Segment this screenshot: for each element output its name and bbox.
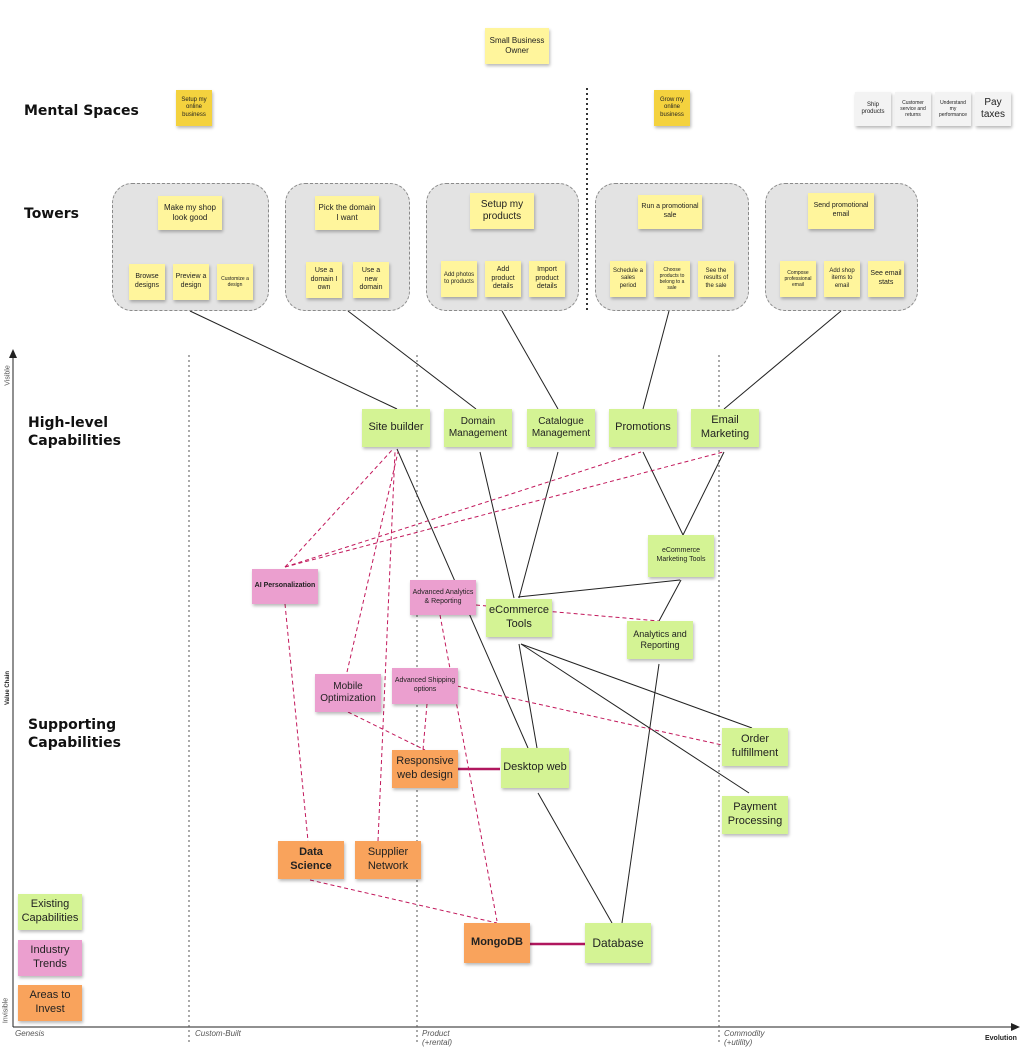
link-tower-products xyxy=(501,310,559,410)
link-desktop-database xyxy=(537,792,613,924)
link-promotions-mktgtools xyxy=(642,451,684,536)
tower-look-good-item-1: Preview a design xyxy=(173,264,209,300)
cap-promotions: Promotions xyxy=(609,409,677,447)
cap-ecommerce-tools: eCommerce Tools xyxy=(486,599,552,637)
tower-email-item-2: See email stats xyxy=(868,261,904,297)
tower-email-item-1: Add shop items to email xyxy=(824,261,860,297)
link-email-mktgtools xyxy=(682,451,725,536)
cap-responsive-web-design: Responsive web design xyxy=(392,750,458,788)
x-genesis: Genesis xyxy=(15,1029,45,1038)
cap-database: Database xyxy=(585,923,651,963)
y-axis-label: Value Chain xyxy=(5,671,11,706)
tower-sale-item-1: Choose products to belong to a sale xyxy=(654,261,690,297)
cap-data-science: Data Science xyxy=(278,841,344,879)
cap-desktop-web: Desktop web xyxy=(501,748,569,788)
cap-analytics-reporting: Analytics and Reporting xyxy=(627,621,693,659)
mental-space-ship: Ship products xyxy=(855,92,891,126)
x-commodity-sub: (+utility) xyxy=(724,1038,753,1047)
link-analytics-database xyxy=(621,663,660,924)
y-axis-top: Visible xyxy=(4,365,12,386)
cap-mongodb: MongoDB xyxy=(464,923,530,963)
link-tower-email xyxy=(723,310,842,410)
mental-space-pay-taxes: Pay taxes xyxy=(975,92,1011,126)
cap-mobile-optimization: Mobile Optimization xyxy=(315,674,381,712)
x-axis-label: Evolution xyxy=(985,1035,1017,1042)
mental-space-understand: Understand my performance xyxy=(935,92,971,126)
x-custom-built: Custom-Built xyxy=(195,1029,241,1038)
tower-sale-item-0: Schedule a sales period xyxy=(610,261,646,297)
label-mental-spaces: Mental Spaces xyxy=(24,103,139,119)
link-domain-ecommerce xyxy=(479,451,515,599)
cap-ecommerce-marketing-tools: eCommerce Marketing Tools xyxy=(648,535,714,577)
link-mktgtools-analytics xyxy=(658,579,682,622)
tower-email-item-0: Compose professional email xyxy=(780,261,816,297)
x-product-sub: (+rental) xyxy=(422,1038,453,1047)
link-tower-look-good xyxy=(189,310,398,410)
tower-look-good-item-2: Customize a design xyxy=(217,264,253,300)
cap-advanced-shipping: Advanced Shipping options xyxy=(392,668,458,704)
cap-order-fulfillment: Order fulfillment xyxy=(722,728,788,766)
tower-look-good-item-0: Browse designs xyxy=(129,264,165,300)
cap-supplier-network: Supplier Network xyxy=(355,841,421,879)
tower-domain-title: Pick the domain I want xyxy=(315,196,379,230)
cap-advanced-analytics: Advanced Analytics & Reporting xyxy=(410,580,476,615)
link-tower-sale xyxy=(642,310,670,410)
cap-payment-processing: Payment Processing xyxy=(722,796,788,834)
tower-email-title: Send promotional email xyxy=(808,193,874,229)
mental-space-setup: Setup my online business xyxy=(176,90,212,126)
legend-existing: Existing Capabilities xyxy=(18,894,82,930)
tower-domain-item-1: Use a new domain xyxy=(353,262,389,298)
tower-sale-item-2: See the results of the sale xyxy=(698,261,734,297)
mental-space-customer-service: Customer service and returns xyxy=(895,92,931,126)
cap-catalogue-management: Catalogue Management xyxy=(527,409,595,447)
dependency-lines xyxy=(189,310,842,924)
trend-lines xyxy=(284,448,724,924)
link-tower-domain xyxy=(347,310,477,410)
link-ecommerce-order xyxy=(520,643,753,729)
tower-look-good-title: Make my shop look good xyxy=(158,196,222,230)
cap-site-builder: Site builder xyxy=(362,409,430,447)
tower-products-item-0: Add photos to products xyxy=(441,261,477,297)
legend-trends: Industry Trends xyxy=(18,940,82,976)
user-sticky: Small Business Owner xyxy=(485,28,549,64)
link-mktgtools-ecommerce xyxy=(517,579,681,598)
mental-space-grow: Grow my online business xyxy=(654,90,690,126)
tower-sale-title: Run a promotional sale xyxy=(638,195,702,229)
label-high-level: High-level Capabilities xyxy=(28,415,121,449)
label-supporting: Supporting Capabilities xyxy=(28,717,121,751)
cap-ai-personalization: AI Personalization xyxy=(252,569,318,604)
tower-products-item-2: Import product details xyxy=(529,261,565,297)
tower-products-title: Setup my products xyxy=(470,193,534,229)
y-axis-arrow xyxy=(9,349,17,358)
y-axis-bottom: Invisible xyxy=(2,997,10,1024)
link-ecommerce-desktop xyxy=(518,643,538,749)
cap-domain-management: Domain Management xyxy=(444,409,512,447)
x-product: Product xyxy=(422,1029,450,1038)
legend-invest: Areas to Invest xyxy=(18,985,82,1021)
tower-products-item-1: Add product details xyxy=(485,261,521,297)
link-ecommerce-payment xyxy=(520,643,750,794)
x-axis-arrow xyxy=(1011,1023,1020,1031)
link-catalogue-ecommerce xyxy=(518,451,559,599)
label-towers: Towers xyxy=(24,206,79,222)
x-commodity: Commodity xyxy=(724,1029,765,1038)
cap-email-marketing: Email Marketing xyxy=(691,409,759,447)
tower-domain-item-0: Use a domain I own xyxy=(306,262,342,298)
